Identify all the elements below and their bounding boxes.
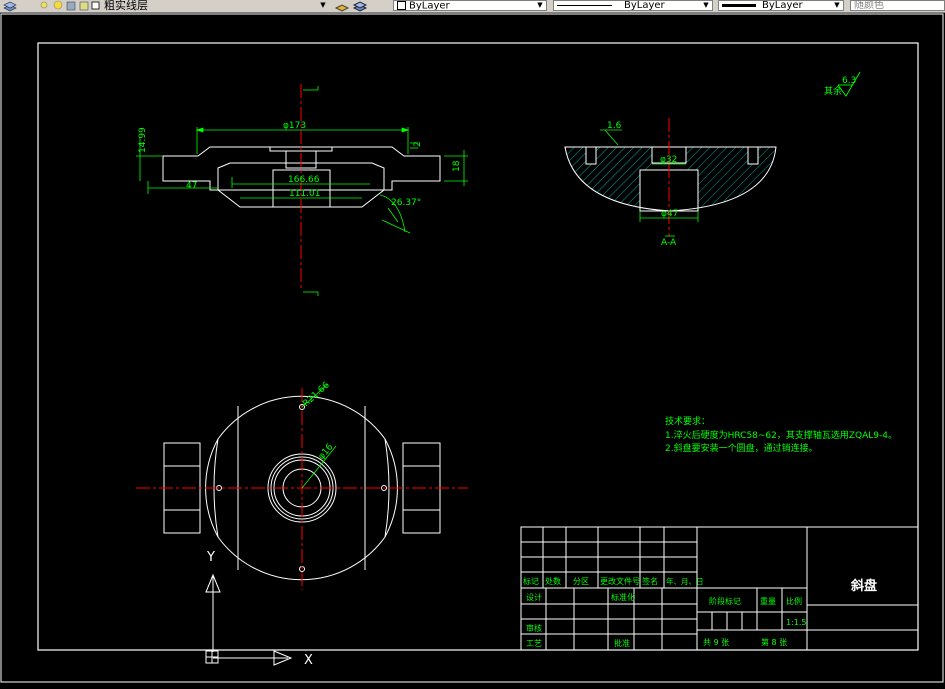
tb-approve: 批准 (614, 638, 630, 648)
plotstyle-label: 随颜色 (854, 0, 884, 11)
linetype-label: ByLayer (624, 0, 665, 11)
section-pin-hole-outlines (585, 147, 759, 165)
part-name: 斜盘 (850, 578, 877, 594)
color-swatch-icon (397, 1, 406, 10)
lineweight-label: ByLayer (762, 0, 803, 11)
tb-stage-mark: 阶段标记 (709, 596, 741, 606)
lineweight-dropdown[interactable]: ByLayer (718, 0, 844, 11)
dim-section-inner: φ32 (660, 155, 677, 165)
dim-small: 2 (413, 141, 423, 147)
notes-heading: 技术要求： (665, 415, 710, 427)
dim-hole: φ16 (317, 442, 336, 462)
dim-width: φ173 (283, 121, 306, 131)
tb-header-zone: 分区 (573, 577, 589, 586)
tb-sheets: 共 9 张 (703, 638, 729, 647)
layer-manager-icon[interactable] (2, 0, 18, 12)
plotstyle-dropdown[interactable]: 随颜色 (850, 0, 945, 11)
roughness-symbol: 其余 6.3 (824, 71, 861, 97)
make-layer-current-icon[interactable] (334, 0, 374, 12)
tb-header-date: 年、月、日 (666, 576, 704, 586)
tb-header-sign: 签名 (642, 576, 658, 586)
roughness-label: 其余 (824, 85, 842, 97)
top-dimensions (301, 383, 337, 489)
section-pin-hole-right (748, 147, 758, 164)
dim-height-left: 14.99 (138, 127, 148, 153)
dim-section-outer: φ47 (661, 209, 678, 219)
front-dimensions (136, 86, 468, 296)
section-label: A-A (661, 238, 677, 248)
dim-radius: R21.66 (301, 380, 332, 409)
linetype-dropdown[interactable]: ByLayer (553, 0, 713, 11)
drawing-canvas[interactable]: φ173 47 166.66 111.01 14.99 18 2 26.37° (0, 13, 945, 685)
drawing-svg[interactable]: φ173 47 166.66 111.01 14.99 18 2 26.37° (0, 13, 945, 685)
layer-name: 粗实线层 (104, 0, 148, 12)
tb-standardization: 标准化 (611, 592, 635, 602)
tb-weight: 重量 (760, 596, 776, 606)
tb-header-count: 处数 (545, 576, 561, 586)
tb-header-mark: 标记 (523, 576, 539, 586)
layer-dropdown-arrow[interactable]: ▼ (320, 1, 326, 9)
layer-dropdown[interactable]: 粗实线层 (104, 0, 324, 12)
hole-right (381, 485, 387, 491)
roughness-value: 6.3 (842, 76, 856, 86)
ucs-x-label: X (304, 653, 313, 668)
section-view: 1.6 φ32 φ47 A-A (564, 118, 777, 248)
color-dropdown-arrow[interactable]: ▼ (537, 1, 543, 9)
title-block (520, 526, 919, 651)
section-dimensions (600, 129, 699, 237)
dim-chamfer: 1.6 (607, 121, 622, 131)
layer-state-icons[interactable] (38, 0, 100, 12)
front-dimension-text: φ173 47 166.66 111.01 14.99 18 2 26.37° (138, 121, 462, 208)
tb-design: 设计 (526, 592, 542, 602)
lineweight-dropdown-arrow[interactable]: ▼ (834, 1, 840, 9)
notes-line-1: 1.淬火后硬度为HRC58~62，其支撑轴瓦选用ZQAL9-4。 (665, 429, 897, 441)
top-boss (269, 147, 333, 169)
section-upper-bore-outline (651, 147, 687, 164)
ucs-icon: Y X (205, 550, 313, 668)
tb-process: 工艺 (526, 639, 542, 648)
technical-notes: 技术要求： 1.淬火后硬度为HRC58~62，其支撑轴瓦选用ZQAL9-4。 2… (665, 415, 897, 454)
dim-inner2: 111.01 (289, 189, 321, 199)
lineweight-preview (722, 3, 756, 7)
drawing-frame (37, 42, 919, 651)
properties-toolbar: 粗实线层 ▼ ByLayer ▼ ByLayer ▼ ByLayer ▼ 随颜色 (0, 0, 945, 13)
color-dropdown[interactable]: ByLayer (393, 0, 547, 11)
dim-angle: 26.37° (391, 198, 421, 208)
notes-line-2: 2.斜盘要安装一个圆盘，通过销连接。 (665, 442, 818, 454)
section-pin-hole-left (586, 147, 596, 164)
hole-top (299, 404, 305, 410)
tb-scale-label: 比例 (786, 596, 802, 606)
linetype-dropdown-arrow[interactable]: ▼ (703, 1, 709, 9)
tb-sheet-no: 第 8 张 (761, 637, 787, 647)
dim-left: 47 (186, 181, 197, 191)
front-view (162, 146, 441, 208)
color-label: ByLayer (409, 0, 450, 11)
sheet-border (0, 13, 944, 683)
linetype-preview (557, 4, 612, 6)
dim-height-right: 18 (452, 160, 462, 172)
tb-scale-value: 1:1.5 (786, 618, 807, 627)
ucs-y-label: Y (206, 550, 215, 565)
title-block-text: 标记 处数 分区 更改文件号 签名 年、月、日 设计 标准化 审核 工艺 批准 … (523, 576, 807, 648)
dim-inner1: 166.66 (288, 175, 320, 185)
tb-review: 审核 (526, 623, 542, 633)
tb-header-change-doc: 更改文件号 (600, 576, 640, 586)
